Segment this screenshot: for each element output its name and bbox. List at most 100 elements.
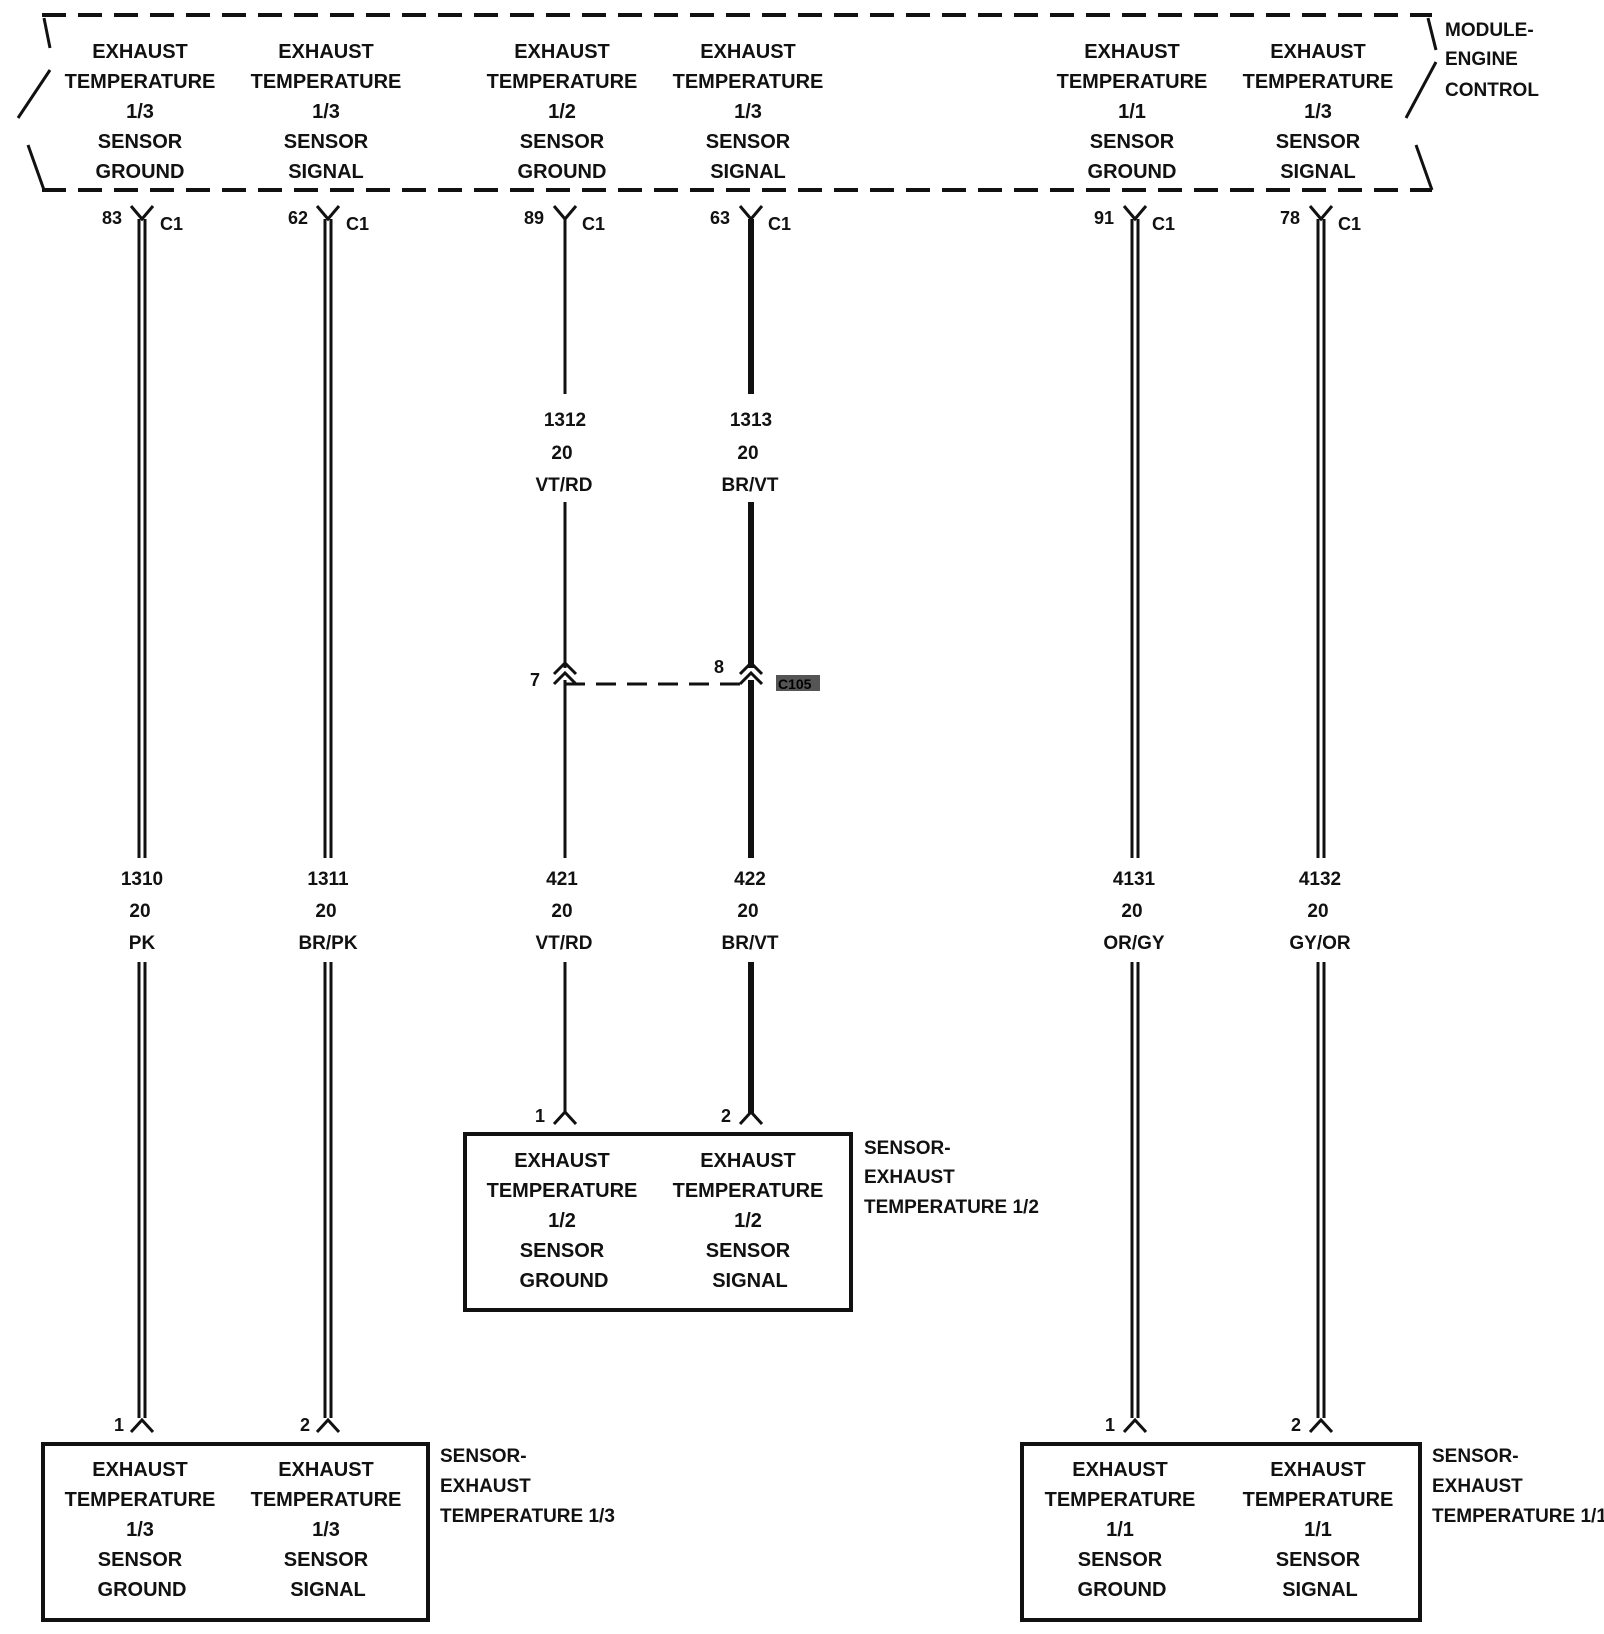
wires — [137, 219, 1326, 1418]
wire-color: PK — [129, 933, 156, 954]
wire-circuit-number: 421 — [546, 869, 578, 890]
pin-label-line: TEMPERATURE — [251, 71, 402, 93]
pin-label-line: SENSOR — [284, 131, 369, 153]
module-pin-label: EXHAUST TEMPERATURE 1/3 SENSOR GROUND — [65, 41, 216, 183]
sensor-pin-label: TEMPERATURE — [487, 1180, 638, 1202]
sensor-pin-label: 1/3 — [312, 1519, 340, 1541]
pin-label-line: TEMPERATURE — [1243, 71, 1394, 93]
sensor-box — [1020, 1442, 1422, 1622]
sensor-pin-number: 2 — [721, 1106, 731, 1126]
wire-circuit-number: 1312 — [544, 410, 586, 431]
sensor-exhaust-temperature-1-3: 1 2 EXHAUST TEMPERATURE 1/3 SENSOR GROUN… — [41, 1415, 615, 1622]
module-left-break — [16, 69, 52, 119]
sensor-pin-label: GROUND — [1078, 1579, 1167, 1601]
wire-color: GY/OR — [1289, 933, 1351, 954]
wire-gauge: 20 — [551, 443, 572, 464]
module-pin-label: EXHAUST TEMPERATURE 1/2 SENSOR GROUND — [487, 41, 638, 183]
wire-color: VT/RD — [536, 475, 593, 496]
sensor-pin-label: GROUND — [520, 1270, 609, 1292]
sensor-terminal-symbol — [1122, 1417, 1148, 1434]
module-right-break — [1404, 61, 1438, 119]
sensor-pin-label: SENSOR — [706, 1240, 791, 1262]
module-pin-number: 83 — [102, 208, 122, 228]
sensor-pin-number: 2 — [300, 1415, 310, 1435]
sensor-pin-label: EXHAUST — [278, 1459, 374, 1481]
sensor-pin-label: SIGNAL — [290, 1579, 366, 1601]
splice-terminal-symbol — [738, 670, 764, 686]
pin-label-line: TEMPERATURE — [487, 71, 638, 93]
module-terminal-symbol — [1122, 205, 1148, 222]
pin-label-line: SIGNAL — [1280, 161, 1356, 183]
module-left-break — [42, 17, 52, 49]
sensor-pin-label: TEMPERATURE — [251, 1489, 402, 1511]
sensor-box — [41, 1442, 430, 1622]
module-pin-label: EXHAUST TEMPERATURE 1/1 SENSOR GROUND — [1057, 41, 1208, 183]
wire-circuit-number: 4131 — [1113, 869, 1156, 890]
sensor-exhaust-temperature-1-2: 1 2 EXHAUST TEMPERATURE 1/2 SENSOR GROUN… — [463, 1106, 1039, 1312]
module-left-break — [26, 144, 46, 191]
pin-label-line: GROUND — [518, 161, 607, 183]
splice-label-bg — [776, 675, 820, 691]
sensor-terminal-symbol — [1308, 1417, 1334, 1434]
sensor-title: EXHAUST — [864, 1167, 955, 1188]
wire-color: BR/VT — [722, 475, 779, 496]
wire-gauge: 20 — [129, 901, 150, 922]
module-right-break — [1426, 17, 1438, 51]
wire-gauge: 20 — [737, 901, 758, 922]
sensor-pin-label: SENSOR — [1078, 1549, 1163, 1571]
module-connector-labels: 83 C1 62 C1 89 C1 63 C1 91 C1 78 C1 — [102, 208, 1361, 234]
pin-label-line: 1/1 — [1118, 101, 1146, 123]
module-terminal-symbol — [1308, 205, 1334, 222]
module-pin-label: EXHAUST TEMPERATURE 1/3 SENSOR SIGNAL — [251, 41, 402, 183]
sensor-pin-label: 1/1 — [1304, 1519, 1332, 1541]
pin-label-line: EXHAUST — [1270, 41, 1366, 63]
sensor-pin-number: 1 — [535, 1106, 545, 1126]
pin-label-line: 1/3 — [312, 101, 340, 123]
pin-label-line: SIGNAL — [288, 161, 364, 183]
module-engine-control: MODULE- ENGINE CONTROL EXHAUST TEMPERATU… — [16, 13, 1539, 192]
wire-circuit-number: 1311 — [307, 869, 349, 890]
sensor-terminal-symbol — [738, 1109, 764, 1126]
splice-pin-number: 8 — [714, 657, 724, 677]
connector-c1-label: C1 — [346, 214, 369, 234]
splice-terminal-symbol — [552, 670, 578, 686]
sensor-title: SENSOR- — [1432, 1446, 1519, 1467]
sensor-pin-label: EXHAUST — [514, 1150, 610, 1172]
connector-c1-label: C1 — [1152, 214, 1175, 234]
pin-label-line: 1/2 — [548, 101, 576, 123]
pin-label-line: SENSOR — [706, 131, 791, 153]
connector-c1-label: C1 — [582, 214, 605, 234]
sensor-pin-number: 1 — [1105, 1415, 1115, 1435]
pin-label-line: EXHAUST — [278, 41, 374, 63]
pin-label-line: 1/3 — [1304, 101, 1332, 123]
sensor-terminal-symbol — [552, 1109, 578, 1126]
sensor-title: SENSOR- — [440, 1446, 527, 1467]
sensor-pin-number: 1 — [114, 1415, 124, 1435]
module-pin-label: EXHAUST TEMPERATURE 1/3 SENSOR SIGNAL — [673, 41, 824, 183]
sensor-pin-label: 1/2 — [548, 1210, 576, 1232]
wire-gauge: 20 — [1307, 901, 1328, 922]
sensor-pin-label: TEMPERATURE — [1045, 1489, 1196, 1511]
sensor-pin-label: TEMPERATURE — [65, 1489, 216, 1511]
pin-label-line: 1/3 — [126, 101, 154, 123]
splice-label: C105 — [778, 676, 812, 692]
sensor-title: TEMPERATURE 1/1 — [1432, 1506, 1604, 1527]
pin-label-line: GROUND — [1088, 161, 1177, 183]
wire-gauge: 20 — [737, 443, 758, 464]
module-title: MODULE- — [1445, 20, 1534, 41]
sensor-pin-label: EXHAUST — [700, 1150, 796, 1172]
sensor-title: SENSOR- — [864, 1138, 951, 1159]
sensor-title: EXHAUST — [440, 1476, 531, 1497]
wire-gauge: 20 — [551, 901, 572, 922]
module-pin-label: EXHAUST TEMPERATURE 1/3 SENSOR SIGNAL — [1243, 41, 1394, 183]
sensor-exhaust-temperature-1-1: 1 2 EXHAUST TEMPERATURE 1/1 SENSOR GROUN… — [1020, 1415, 1604, 1622]
sensor-pin-label: 1/3 — [126, 1519, 154, 1541]
sensor-pin-label: TEMPERATURE — [1243, 1489, 1394, 1511]
wire-gauge: 20 — [315, 901, 336, 922]
sensor-pin-label: TEMPERATURE — [673, 1180, 824, 1202]
connector-c1-label: C1 — [768, 214, 791, 234]
sensor-pin-label: SENSOR — [284, 1549, 369, 1571]
module-pin-number: 63 — [710, 208, 730, 228]
splice-pin-number: 7 — [530, 670, 540, 690]
